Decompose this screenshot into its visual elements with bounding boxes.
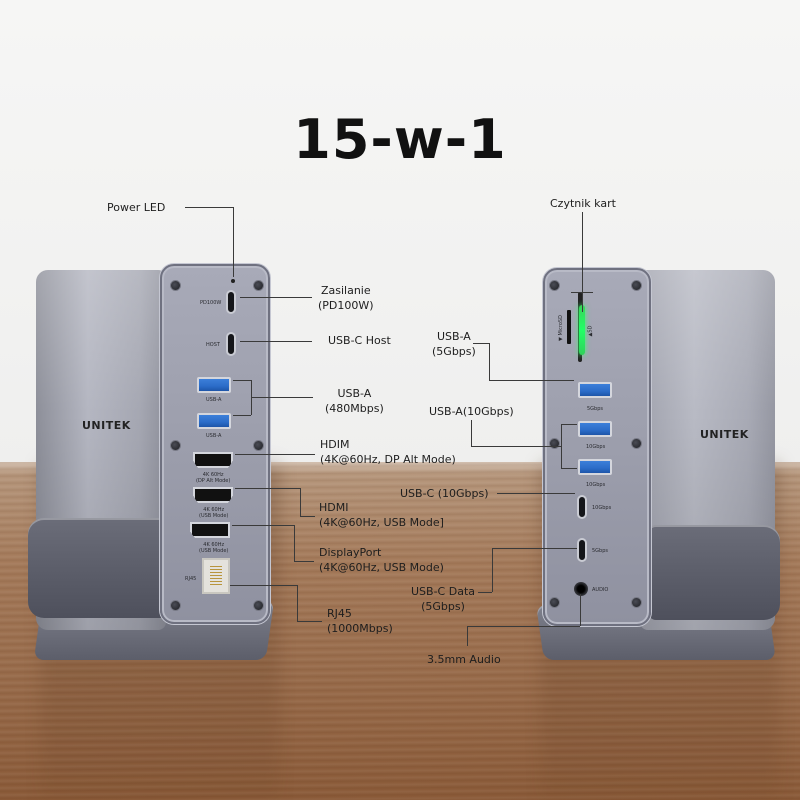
port-label-microsd: ▼ MicroSD xyxy=(557,315,564,341)
callout-usba-5gbps: USB-A (5Gbps) xyxy=(432,330,476,358)
usba-5gbps-port[interactable] xyxy=(578,382,612,398)
leader-line xyxy=(185,207,233,208)
leader-line xyxy=(471,446,561,447)
sd-led-glow xyxy=(579,305,585,355)
port-label-usba-5g: 5Gbps xyxy=(587,406,604,412)
screw-icon xyxy=(549,438,560,449)
leader-line xyxy=(492,548,577,549)
screw-icon xyxy=(170,280,181,291)
page-title: 15-w-1 xyxy=(293,108,507,171)
leader-line xyxy=(235,454,315,455)
displayport-port[interactable] xyxy=(190,522,230,538)
leader-line xyxy=(233,207,234,277)
callout-usba-10gbps: USB-A(10Gbps) xyxy=(429,405,514,418)
leader-line xyxy=(297,585,298,621)
screw-icon xyxy=(631,280,642,291)
callout-card-reader: Czytnik kart xyxy=(550,197,616,210)
leader-line xyxy=(300,516,315,517)
port-label-dp: 4K 60Hz (USB Mode) xyxy=(199,542,229,554)
callout-hdim: HDIM (4K@60Hz, DP Alt Mode) xyxy=(320,438,456,466)
callout-usbc-host: USB-C Host xyxy=(328,334,391,347)
usba-10gbps-port-1[interactable] xyxy=(578,421,612,437)
usba-port-1[interactable] xyxy=(197,377,231,393)
leader-line xyxy=(489,380,574,381)
leader-line xyxy=(561,424,562,468)
leader-line xyxy=(467,626,468,646)
right-brand-logo: UNITEK xyxy=(700,428,749,441)
screw-icon xyxy=(170,600,181,611)
leader-line xyxy=(582,212,583,312)
leader-line xyxy=(294,561,314,562)
leader-line xyxy=(561,468,577,469)
leader-line xyxy=(233,380,251,381)
hdmi-port-2[interactable] xyxy=(193,487,233,503)
hdmi-port-1[interactable] xyxy=(193,452,233,468)
screw-icon xyxy=(549,597,560,608)
screw-icon xyxy=(253,280,264,291)
screw-icon xyxy=(253,440,264,451)
callout-power-led: Power LED xyxy=(107,201,166,214)
leader-line xyxy=(580,594,581,626)
usbc-5gbps-port[interactable] xyxy=(577,538,587,562)
leader-line xyxy=(230,585,297,586)
leader-line xyxy=(240,341,312,342)
left-brand-logo: UNITEK xyxy=(82,419,131,432)
audio-jack[interactable] xyxy=(574,582,588,596)
callout-usba: USB-A (480Mbps) xyxy=(325,387,384,415)
leader-line xyxy=(297,621,322,622)
leader-line xyxy=(492,548,493,592)
callout-hdmi: HDMI (4K@60Hz, USB Mode] xyxy=(319,501,444,529)
leader-line xyxy=(467,626,580,627)
rj45-port[interactable] xyxy=(202,558,230,594)
port-label-rj45: RJ45 xyxy=(185,576,197,582)
microsd-card-slot[interactable] xyxy=(567,310,571,344)
screw-icon xyxy=(170,440,181,451)
leader-line xyxy=(300,488,301,516)
usbc-host-port[interactable] xyxy=(226,332,236,356)
usbc-pd-port[interactable] xyxy=(226,290,236,314)
port-label-hdmi-1: 4K 60Hz (DP Alt Mode) xyxy=(196,472,231,484)
port-label-usba-1: USB-A xyxy=(206,397,222,403)
port-label-host: HOST xyxy=(206,342,220,348)
port-label-hdmi-2: 4K 60Hz (USB Mode) xyxy=(199,507,229,519)
port-label-sd: ▲SD xyxy=(587,325,594,337)
usbc-10gbps-port[interactable] xyxy=(577,495,587,519)
usba-10gbps-port-2[interactable] xyxy=(578,459,612,475)
port-label-pd: PD100W xyxy=(200,300,222,306)
leader-line xyxy=(235,488,300,489)
port-label-audio: AUDIO xyxy=(592,587,609,593)
callout-audio: 3.5mm Audio xyxy=(427,653,501,666)
screw-icon xyxy=(549,280,560,291)
callout-power: Zasilanie (PD100W) xyxy=(318,284,374,312)
leader-line xyxy=(471,420,472,446)
leader-line xyxy=(240,297,312,298)
leader-line xyxy=(478,592,492,593)
leader-line xyxy=(251,397,313,398)
port-label-usbc-10g: 10Gbps xyxy=(592,505,612,511)
screw-icon xyxy=(631,438,642,449)
leader-line xyxy=(294,525,295,561)
port-label-usba-2: USB-A xyxy=(206,433,222,439)
usba-port-2[interactable] xyxy=(197,413,231,429)
right-stand-cradle xyxy=(648,525,780,620)
leader-line xyxy=(232,525,294,526)
callout-usbc-10gbps: USB-C (10Gbps) xyxy=(400,487,489,500)
port-label-usbc-5g: 5Gbps xyxy=(592,548,609,554)
port-label-usba-10g-2: 10Gbps xyxy=(586,482,606,488)
leader-line xyxy=(233,415,251,416)
callout-usbc-data: USB-C Data (5Gbps) xyxy=(411,585,475,613)
callout-rj45: RJ45 (1000Mbps) xyxy=(327,607,393,635)
screw-icon xyxy=(631,597,642,608)
power-led xyxy=(231,279,235,283)
leader-line xyxy=(571,292,593,293)
leader-line xyxy=(489,343,490,380)
screw-icon xyxy=(253,600,264,611)
callout-displayport: DisplayPort (4K@60Hz, USB Mode) xyxy=(319,546,444,574)
leader-line xyxy=(497,493,575,494)
port-label-usba-10g-1: 10Gbps xyxy=(586,444,606,450)
left-stand-cradle xyxy=(28,518,178,618)
leader-line xyxy=(561,424,577,425)
leader-line xyxy=(473,343,489,344)
